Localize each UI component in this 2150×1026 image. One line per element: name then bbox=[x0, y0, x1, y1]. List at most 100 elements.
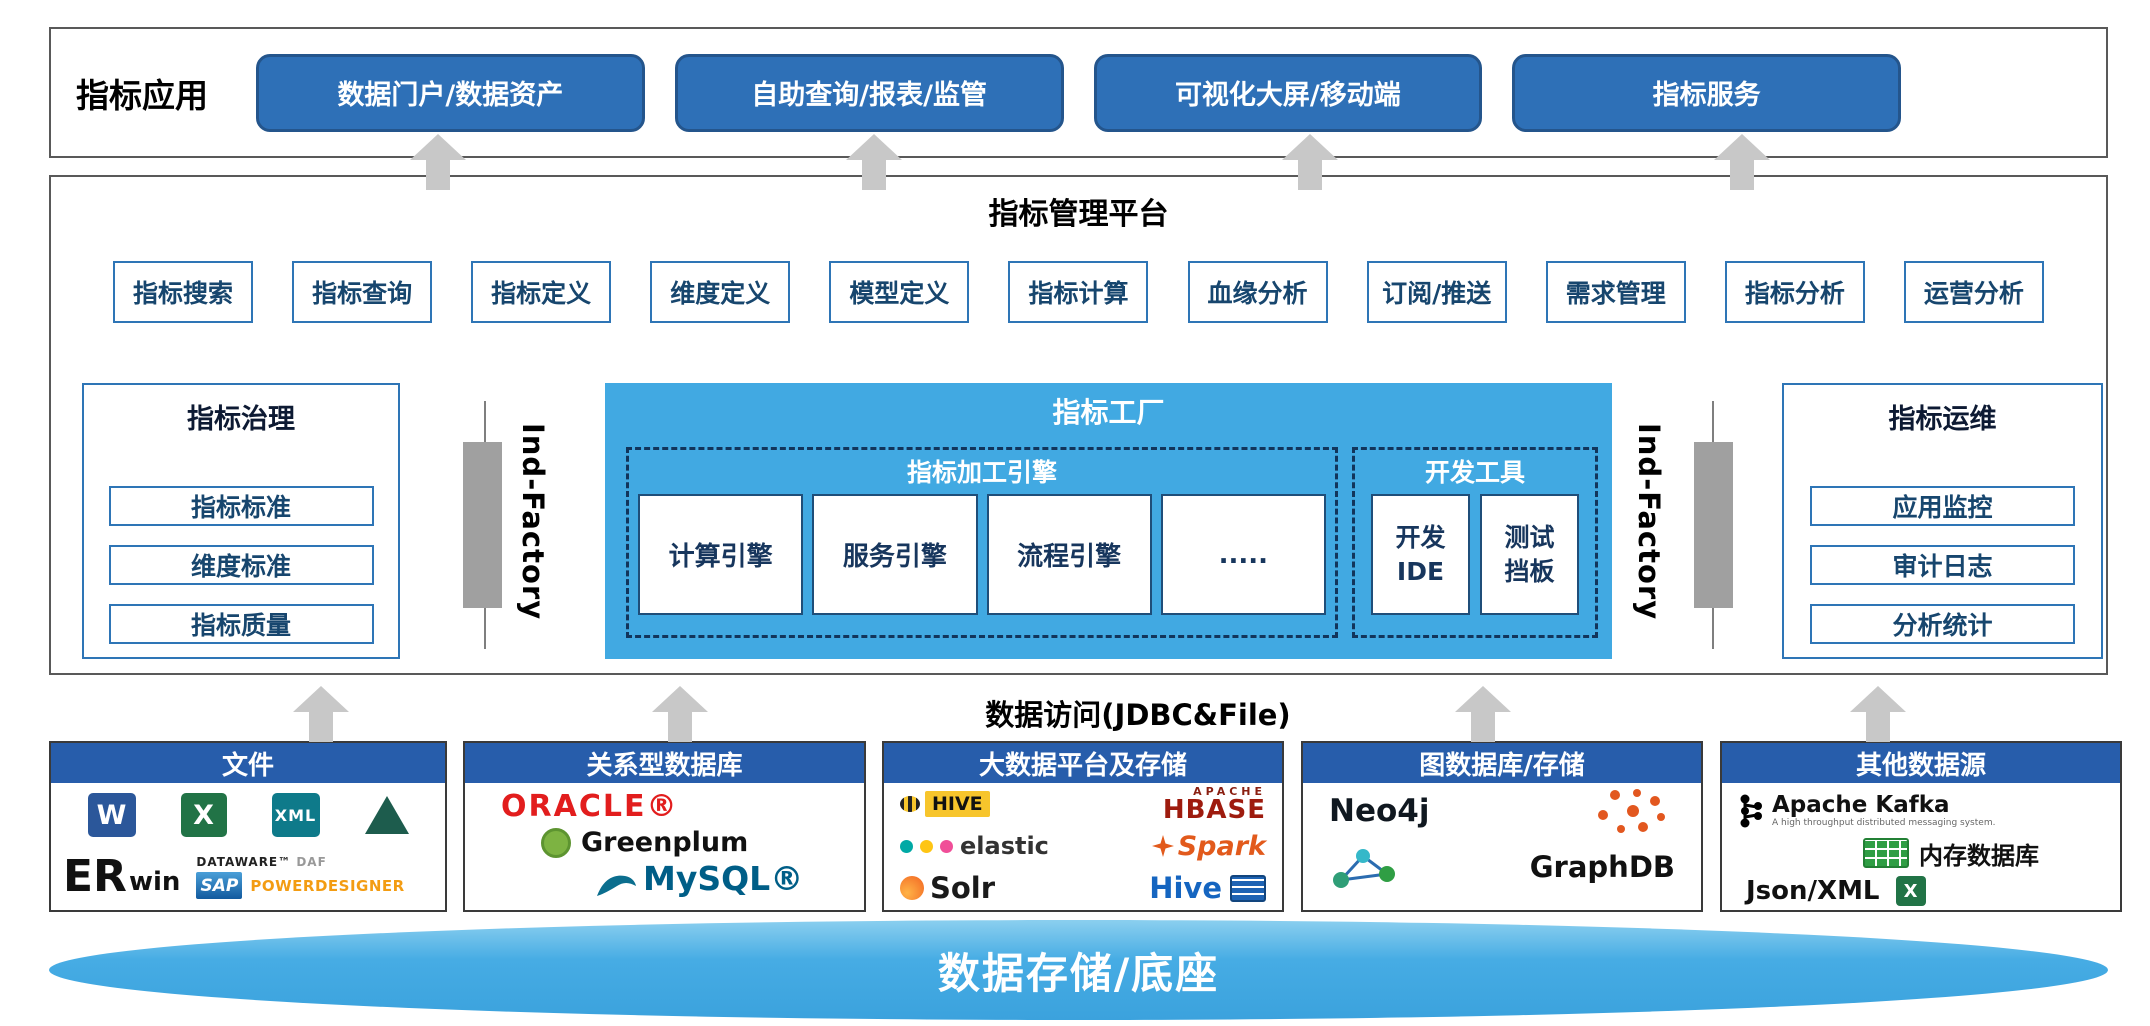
up-arrow-icon bbox=[410, 134, 466, 190]
hive-bee-icon bbox=[900, 796, 920, 812]
graph-network-icon bbox=[1333, 849, 1395, 888]
module-box: 指标分析 bbox=[1724, 261, 1865, 323]
module-box: 模型定义 bbox=[829, 261, 970, 323]
excel-letter: X bbox=[193, 799, 214, 831]
elastic-dot-icon bbox=[940, 839, 953, 853]
ops-item: 审计日志 bbox=[1810, 545, 2075, 585]
ind-factory-label-right: Ind-Factory bbox=[1632, 423, 1666, 621]
elastic-text: elastic bbox=[960, 832, 1049, 860]
left-divider-bar bbox=[463, 442, 502, 608]
elastic-dot-icon bbox=[920, 839, 933, 853]
engine-box-compute: 计算引擎 bbox=[638, 494, 804, 615]
json-xml-text: Json/XML bbox=[1746, 876, 1880, 907]
app-button-self-service: 自助查询/报表/监管 bbox=[674, 53, 1064, 132]
memory-db-row: 内存数据库 bbox=[1796, 835, 2106, 873]
module-box: 指标搜索 bbox=[113, 261, 253, 323]
hive-secondary-logo: Hive bbox=[1149, 871, 1266, 905]
datasource-other-header: 其他数据源 bbox=[1722, 743, 2120, 783]
module-box: 指标计算 bbox=[1008, 261, 1149, 323]
kafka-tagline-text: A high throughput distributed messaging … bbox=[1772, 817, 1996, 828]
xml-letters: XML bbox=[274, 805, 317, 825]
factory-title: 指标工厂 bbox=[1052, 396, 1165, 429]
solr-logo: Solr bbox=[900, 871, 995, 905]
ops-item: 分析统计 bbox=[1810, 604, 2075, 644]
powerdesigner-logo: POWERDESIGNER bbox=[250, 876, 405, 895]
application-layer-label: 指标应用 bbox=[76, 75, 208, 115]
hive-secondary-text: Hive bbox=[1149, 871, 1222, 905]
engine-box-flow: 流程引擎 bbox=[986, 494, 1152, 615]
datasource-graph: 图数据库/存储 Neo4j GraphDB bbox=[1301, 741, 1703, 912]
up-arrow-icon bbox=[1714, 134, 1770, 190]
greenplum-icon bbox=[541, 827, 571, 858]
solr-sun-icon bbox=[900, 876, 924, 900]
up-arrow-icon bbox=[1282, 134, 1338, 190]
datasource-bigdata: 大数据平台及存储 HIVE APACHE HBASE elastic Spark bbox=[882, 741, 1284, 912]
sap-logo: SAP bbox=[196, 872, 243, 899]
mysql-logo: MySQL® bbox=[595, 859, 844, 898]
engine-box-more: ..... bbox=[1160, 494, 1326, 615]
datasource-graph-header: 图数据库/存储 bbox=[1303, 743, 1701, 783]
module-box: 运营分析 bbox=[1903, 261, 2044, 323]
graphdb-logo: GraphDB bbox=[1529, 850, 1675, 884]
oracle-logo: ORACLE® bbox=[501, 789, 679, 824]
engine-group-title: 指标加工引擎 bbox=[906, 458, 1057, 487]
app-button-visualization: 可视化大屏/移动端 bbox=[1093, 53, 1483, 132]
elastic-logo: elastic bbox=[900, 832, 1049, 860]
tool-box-test-stub: 测试 挡板 bbox=[1480, 494, 1579, 615]
hbase-text: HBASE bbox=[1162, 794, 1266, 825]
up-arrow-icon bbox=[1455, 686, 1511, 742]
tool-line: 挡板 bbox=[1504, 556, 1555, 586]
factory-panel: 指标工厂 指标加工引擎 计算引擎 服务引擎 流程引擎 ..... 开发工具 开发… bbox=[605, 383, 1612, 659]
green-pyramid-icon bbox=[364, 796, 409, 834]
module-box: 指标查询 bbox=[292, 261, 433, 323]
module-box: 指标定义 bbox=[471, 261, 612, 323]
app-button-data-portal: 数据门户/数据资产 bbox=[256, 53, 645, 132]
kafka-logo: Apache Kafka A high throughput distribut… bbox=[1736, 787, 2106, 835]
ops-item: 应用监控 bbox=[1810, 486, 2075, 526]
data-access-label: 数据访问(JDBC&File) bbox=[985, 698, 1291, 732]
mysql-text: MySQL® bbox=[643, 859, 804, 898]
kafka-text: Apache Kafka bbox=[1772, 792, 1950, 819]
greenplum-logo: Greenplum bbox=[541, 827, 844, 858]
excel-icon: X bbox=[180, 793, 227, 837]
governance-panel: 指标治理 指标标准 维度标准 指标质量 bbox=[82, 383, 400, 659]
datasource-files: 文件 W X XML ER win DATAWARE™ DAF SAP POWE… bbox=[49, 741, 447, 912]
mysql-dolphin-icon bbox=[597, 875, 636, 896]
erwin-win-text: win bbox=[128, 866, 181, 897]
erwin-logo: ER win bbox=[63, 851, 181, 903]
module-box: 维度定义 bbox=[650, 261, 791, 323]
up-arrow-icon bbox=[1850, 686, 1906, 742]
application-buttons-row: 数据门户/数据资产 自助查询/报表/监管 可视化大屏/移动端 指标服务 bbox=[256, 53, 2106, 132]
governance-item: 指标质量 bbox=[108, 604, 374, 644]
tool-box-ide: 开发 IDE bbox=[1371, 494, 1470, 615]
up-arrow-icon bbox=[846, 134, 902, 190]
governance-title: 指标治理 bbox=[187, 404, 295, 435]
hive-text: HIVE bbox=[925, 791, 990, 817]
spark-star-icon bbox=[1151, 835, 1174, 857]
dataware-logo: DATAWARE™ DAF bbox=[196, 855, 404, 869]
spark-logo: Spark bbox=[1151, 830, 1266, 862]
erwin-er-text: ER bbox=[63, 851, 127, 903]
storage-base: 数据存储/底座 bbox=[49, 920, 2108, 1020]
kafka-icon bbox=[1740, 794, 1762, 828]
elastic-dot-icon bbox=[900, 839, 913, 853]
memory-db-text: 内存数据库 bbox=[1919, 841, 2039, 870]
engine-box-service: 服务引擎 bbox=[812, 494, 978, 615]
governance-item: 维度标准 bbox=[108, 545, 374, 585]
json-xml-row: Json/XML X bbox=[1746, 872, 2106, 910]
datasource-bigdata-header: 大数据平台及存储 bbox=[884, 743, 1282, 783]
hbase-logo: APACHE HBASE bbox=[1163, 786, 1266, 823]
tool-line: 开发 bbox=[1395, 522, 1446, 552]
up-arrow-icon bbox=[293, 686, 349, 742]
datasource-files-header: 文件 bbox=[51, 743, 445, 783]
platform-modules-row: 指标搜索 指标查询 指标定义 维度定义 模型定义 指标计算 血缘分析 订阅/推送… bbox=[113, 261, 2044, 323]
dataware-daf-text: DAF bbox=[296, 855, 327, 869]
ops-panel: 指标运维 应用监控 审计日志 分析统计 bbox=[1782, 383, 2103, 659]
governance-item: 指标标准 bbox=[108, 486, 374, 526]
tool-line: IDE bbox=[1396, 556, 1445, 586]
datasource-other: 其他数据源 Apache Kafka A high throughput dis… bbox=[1720, 741, 2122, 912]
application-layer-panel: 指标应用 数据门户/数据资产 自助查询/报表/监管 可视化大屏/移动端 指标服务 bbox=[49, 27, 2108, 158]
up-arrow-icon bbox=[652, 686, 708, 742]
app-button-indicator-service: 指标服务 bbox=[1512, 53, 1901, 132]
spark-text: Spark bbox=[1177, 830, 1266, 862]
